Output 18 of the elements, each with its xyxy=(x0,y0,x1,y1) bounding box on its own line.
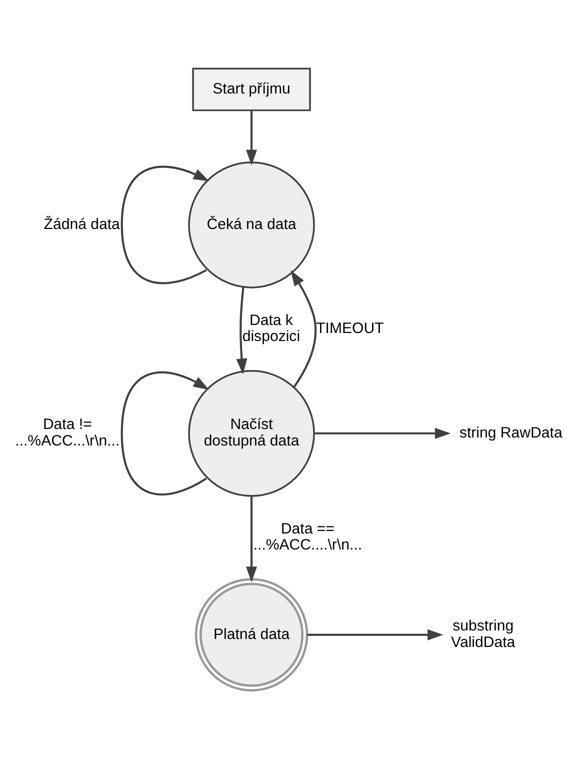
edge-label: Žádná data xyxy=(44,215,120,232)
node-box: Start příjmu xyxy=(192,67,311,111)
node-circle: Načíst dostupná data xyxy=(188,369,315,496)
arrow xyxy=(307,628,444,640)
arrow xyxy=(120,165,210,284)
node-text: substring ValidData xyxy=(451,617,516,650)
edge-label: Data == ...%ACC....\r\n... xyxy=(253,520,362,554)
edge-label: Data != ...%ACC...\r\n... xyxy=(15,416,120,449)
edge-label: Data k dispozici xyxy=(242,312,300,345)
node-text: string RawData xyxy=(459,424,562,441)
arrow xyxy=(314,427,451,438)
arrow xyxy=(120,370,210,495)
arrow xyxy=(290,270,317,388)
arrow xyxy=(236,286,248,374)
edge-label: TIMEOUT xyxy=(316,320,384,337)
arrow xyxy=(246,496,258,582)
node-circle: Platná data xyxy=(194,578,308,691)
arrow xyxy=(246,110,258,166)
